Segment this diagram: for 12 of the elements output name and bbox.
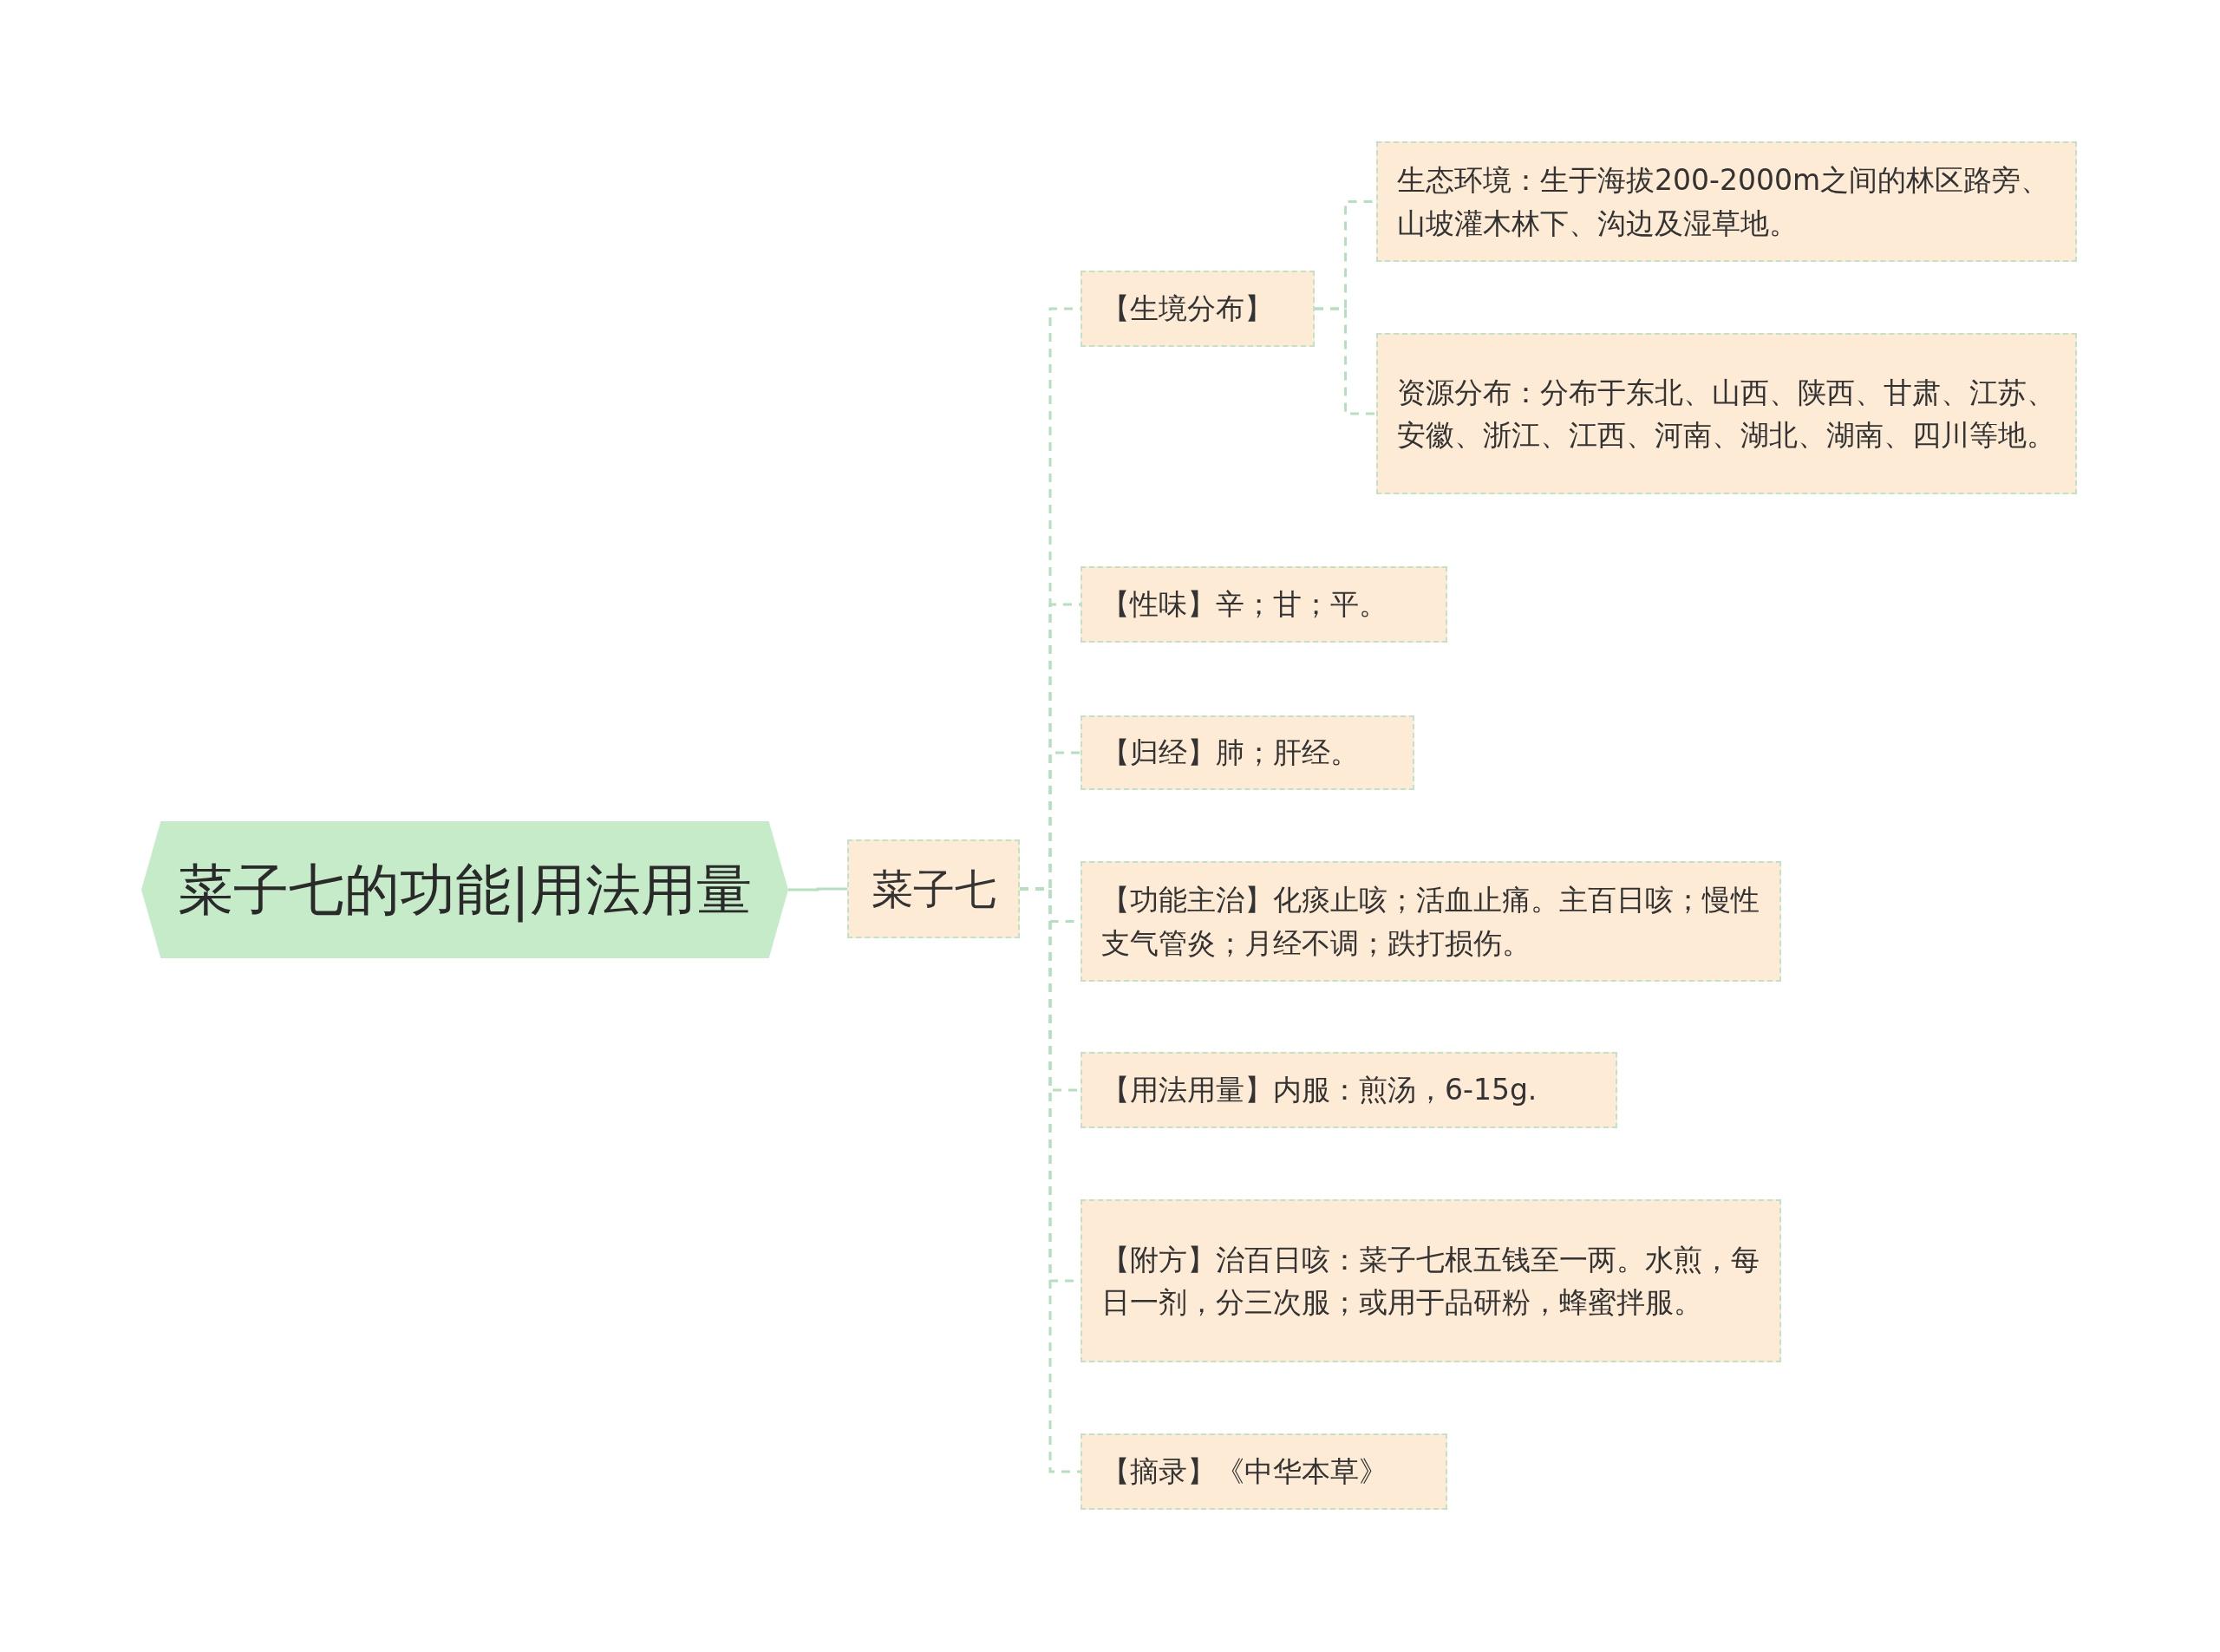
main-topic-box: 菜子七 bbox=[847, 839, 1020, 938]
topic-box: 【归经】肺；肝经。 bbox=[1081, 715, 1414, 790]
topic-box: 生态环境：生于海拔200-2000m之间的林区路旁、山坡灌木林下、沟边及湿草地。 bbox=[1376, 141, 2077, 262]
connector bbox=[1315, 307, 1376, 415]
topic-box: 【摘录】《中华本草》 bbox=[1081, 1433, 1447, 1510]
topic-box: 【性味】辛；甘；平。 bbox=[1081, 566, 1447, 643]
topic-box: 【功能主治】化痰止咳；活血止痛。主百日咳；慢性支气管炎；月经不调；跌打损伤。 bbox=[1081, 861, 1781, 982]
topic-box: 【生境分布】 bbox=[1081, 271, 1315, 347]
topic-box: 资源分布：分布于东北、山西、陕西、甘肃、江苏、安徽、浙江、江西、河南、湖北、湖南、四川等地。 bbox=[1376, 333, 2077, 494]
topic-box: 【用法用量】内服：煎汤，6-15g. bbox=[1081, 1052, 1617, 1128]
connector bbox=[788, 887, 847, 891]
topic-box: 【附方】治百日咳：菜子七根五钱至一两。水煎，每日一剂，分三次服；或用于品研粉，蜂蜜拌服。 bbox=[1081, 1199, 1781, 1362]
